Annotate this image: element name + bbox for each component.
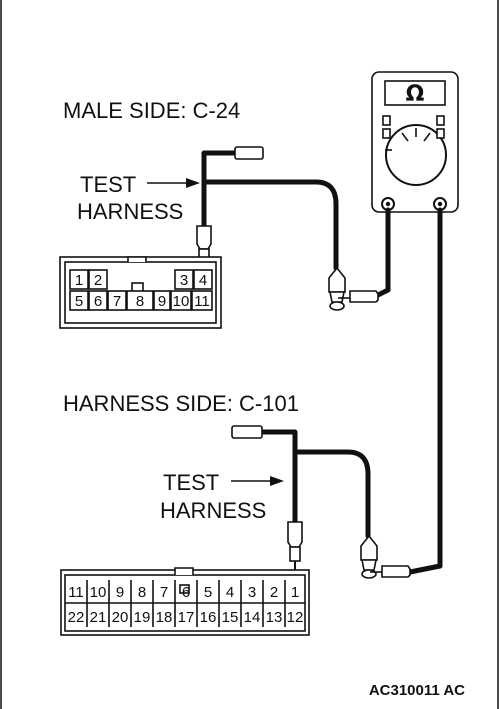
upper-test-label-1: TEST <box>80 172 136 197</box>
upper-probe-wire <box>201 150 339 271</box>
c101-pin-3: 3 <box>248 584 256 601</box>
c101-pin-1: 1 <box>291 584 299 601</box>
c24-pin-7: 7 <box>113 293 121 310</box>
upper-alligator-clip <box>328 266 346 311</box>
c24-pin-3: 3 <box>180 272 188 289</box>
lower-lead-plug <box>381 565 411 578</box>
c101-pin-7: 7 <box>160 584 168 601</box>
c24-pin-6: 6 <box>94 293 102 310</box>
c24-pin-10: 10 <box>173 293 190 310</box>
c101-pin-15: 15 <box>222 609 239 626</box>
c101-pin-2: 2 <box>270 584 278 601</box>
upper-probe-tip <box>234 146 264 160</box>
c24-pin-9: 9 <box>158 293 166 310</box>
c101-pin-20: 20 <box>112 609 129 626</box>
selector-dial <box>385 124 447 186</box>
c24-pin-1: 1 <box>75 272 83 289</box>
ohm-symbol: Ω <box>406 82 425 107</box>
c101-pin-13: 13 <box>266 609 283 626</box>
c101-pin-21: 21 <box>90 609 107 626</box>
c101-pin-16: 16 <box>200 609 217 626</box>
c101-pin-4: 4 <box>226 584 234 601</box>
c101-pin-18: 18 <box>156 609 173 626</box>
ohmmeter: Ω <box>371 71 459 213</box>
upper-test-probe <box>196 225 212 275</box>
lower-test-label-1: TEST <box>163 470 219 495</box>
upper-test-arrow <box>147 178 200 188</box>
lower-probe-tip <box>231 425 263 439</box>
lower-title: HARNESS SIDE: C-101 <box>63 391 299 416</box>
c101-pin-10: 10 <box>90 584 107 601</box>
lower-test-label-2: HARNESS <box>160 498 266 523</box>
upper-lead-plug <box>349 290 379 303</box>
lower-alligator-clip <box>360 534 378 579</box>
c101-pin-6: 6 <box>182 584 190 601</box>
c101-pin-19: 19 <box>134 609 151 626</box>
figure-code: AC310011 AC <box>369 682 465 699</box>
connector-c24: 1 2 3 4 5 6 7 8 9 10 11 <box>59 256 222 329</box>
c24-pin-4: 4 <box>199 272 207 289</box>
c101-pin-9: 9 <box>116 584 124 601</box>
c24-pin-8: 8 <box>136 293 144 310</box>
upper-test-label-2: HARNESS <box>77 199 183 224</box>
c101-pin-8: 8 <box>138 584 146 601</box>
c101-pin-22: 22 <box>68 609 85 626</box>
c24-pin-11: 11 <box>194 293 210 310</box>
connector-c101: 11 10 9 8 7 6 5 4 3 2 1 22 21 20 19 18 1… <box>60 567 310 636</box>
c101-pin-12: 12 <box>287 609 304 626</box>
lower-probe-wire <box>259 429 371 539</box>
upper-title: MALE SIDE: C-24 <box>63 98 240 123</box>
lower-test-arrow <box>231 476 284 486</box>
c24-pin-2: 2 <box>94 272 102 289</box>
c101-pin-17: 17 <box>178 609 195 626</box>
c101-pin-14: 14 <box>244 609 261 626</box>
c24-pin-5: 5 <box>75 293 83 310</box>
c101-pin-11: 11 <box>68 584 84 601</box>
c101-pin-5: 5 <box>204 584 212 601</box>
